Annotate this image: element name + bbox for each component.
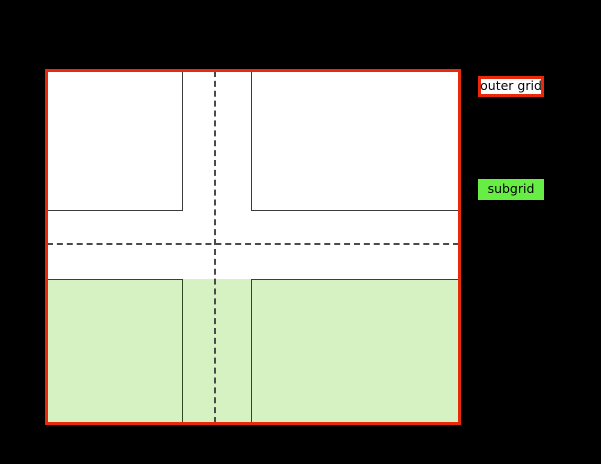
axes-bottom-right xyxy=(251,279,459,424)
legend-label-subgrid: subgrid xyxy=(487,181,535,197)
gridspec-horizontal-divider xyxy=(47,243,459,245)
legend-item-outer-grid: outer grid xyxy=(478,76,544,97)
axes-top-right xyxy=(251,71,459,211)
axes-top-left xyxy=(47,71,183,211)
axes-bottom-left xyxy=(47,279,183,424)
legend-item-subgrid: subgrid xyxy=(478,179,544,200)
gridspec-vertical-divider xyxy=(214,71,216,423)
legend-label-outer-grid: outer grid xyxy=(480,78,542,94)
